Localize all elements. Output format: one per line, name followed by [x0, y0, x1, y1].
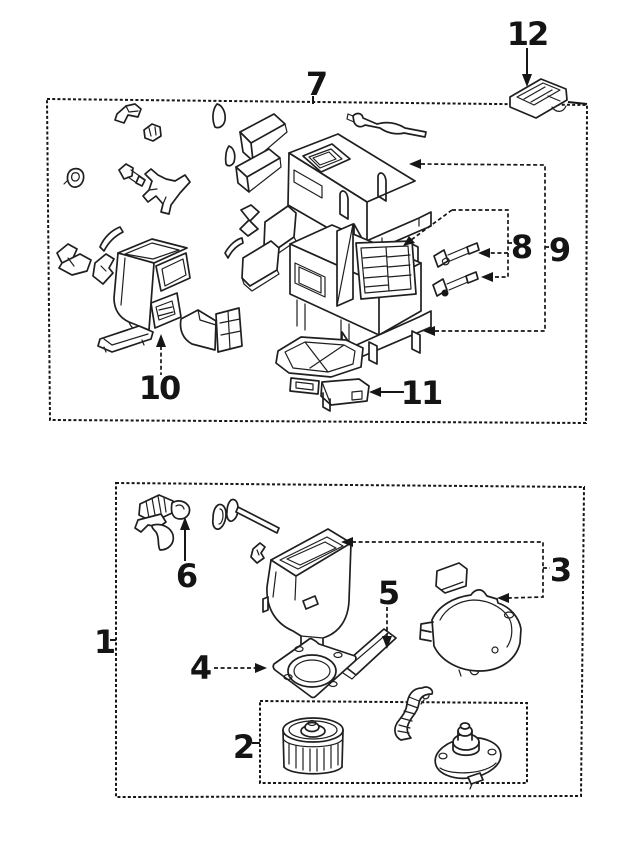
callout-5-arrowhead: [382, 636, 392, 649]
callout-5: 5: [378, 574, 401, 649]
callout-12-label: 12: [507, 15, 548, 53]
small-clip-a-drawing: [114, 103, 142, 124]
floor-duct-part11-drawing: [275, 336, 370, 412]
callout-11-arrowhead: [369, 387, 381, 397]
actuator-part6-drawing: [134, 494, 191, 551]
clip-cluster-drawing: [56, 243, 92, 276]
callout-9: 9: [409, 159, 572, 336]
heater-unit-group-box: [45, 97, 589, 425]
drain-hose-drawing: [394, 686, 434, 741]
callout-6-label: 6: [176, 557, 197, 595]
callout-9-bracket: [420, 163, 550, 332]
clip-c-drawing: [92, 253, 115, 285]
blower-motor-subgroup-box: [259, 699, 528, 784]
pad-part3-drawing: [435, 562, 468, 594]
small-clip-b-drawing: [143, 123, 162, 142]
blower-cover-part3-drawing: [419, 589, 522, 705]
callout-8-arrowhead-fitting-a: [478, 248, 490, 258]
callout-7-label: 7: [306, 65, 326, 103]
callout-12: 12: [507, 15, 549, 87]
blower-unit-group-box: [115, 481, 586, 799]
callout-3-bracket: [352, 541, 550, 599]
part12-box-connector-line: [567, 101, 588, 105]
callout-1: 1: [94, 623, 117, 661]
curved-strip-drawing: [99, 226, 124, 252]
callout-6-arrowhead: [180, 517, 190, 530]
panel-d-drawing: [241, 240, 280, 292]
callout-3: 3: [341, 537, 572, 603]
callout-12-arrowhead: [522, 74, 532, 87]
small-clip-d-drawing: [250, 542, 266, 564]
callout-8-label: 8: [511, 228, 532, 266]
grommet-drawing: [63, 167, 85, 188]
blower-fan-cage-drawing: [282, 717, 344, 775]
callout-3-arrowhead-cover: [497, 593, 509, 603]
callout-8-bracket: [410, 209, 513, 278]
callout-9-label: 9: [549, 231, 570, 269]
callout-4-label: 4: [190, 649, 211, 687]
callout-7: 7: [306, 65, 328, 104]
chevron-flap-drawing: [239, 204, 260, 237]
seal-strip-a-drawing: [212, 103, 226, 129]
control-rod-b-drawing: [235, 506, 280, 534]
intake-duct-drawing: [262, 528, 352, 650]
callout-10-label: 10: [139, 369, 180, 407]
vent-grille-part12-drawing: [509, 78, 568, 119]
seal-strip-c-drawing: [224, 237, 244, 259]
bolt-drawing: [118, 163, 146, 187]
link-bracket-drawing: [142, 168, 191, 215]
callout-9-arrowhead-upper: [409, 159, 421, 169]
callout-2-label: 2: [233, 728, 253, 766]
callout-2: 2: [233, 728, 260, 766]
callout-8: 8: [403, 209, 534, 282]
callout-3-arrowhead-duct: [341, 537, 353, 547]
callout-10: 10: [139, 334, 182, 407]
bushing-rings-drawing: [211, 498, 239, 530]
door-flap-b-drawing: [235, 148, 282, 193]
callout-4: 4: [190, 649, 267, 687]
seal-strip-b-drawing: [224, 145, 236, 167]
control-rod-drawing: [346, 112, 427, 138]
lower-tray-drawing: [97, 325, 154, 353]
callout-5-label: 5: [378, 574, 399, 612]
callout-8-arrowhead-core: [403, 236, 415, 246]
callout-11-label: 11: [401, 374, 442, 412]
blower-motor-drawing: [434, 722, 502, 790]
callout-1-label: 1: [94, 623, 115, 661]
heater-core-drawing: [355, 240, 417, 300]
callout-8-arrowhead-fitting-b: [481, 272, 493, 282]
callout-11: 11: [369, 374, 444, 412]
seal-plate-part4-drawing: [272, 637, 357, 699]
heater-cock-fitting-b-drawing: [432, 271, 479, 297]
callout-6: 6: [176, 517, 199, 595]
heater-cock-fitting-a-drawing: [433, 242, 480, 268]
door-flap-a-drawing: [239, 113, 288, 162]
vent-duct-part10-drawing: [113, 238, 191, 332]
side-duct-drawing: [179, 307, 243, 353]
callout-3-label: 3: [550, 551, 570, 589]
callout-10-arrowhead: [156, 334, 166, 347]
callout-9-arrowhead-lower: [423, 326, 435, 336]
callout-4-arrowhead: [255, 663, 267, 673]
